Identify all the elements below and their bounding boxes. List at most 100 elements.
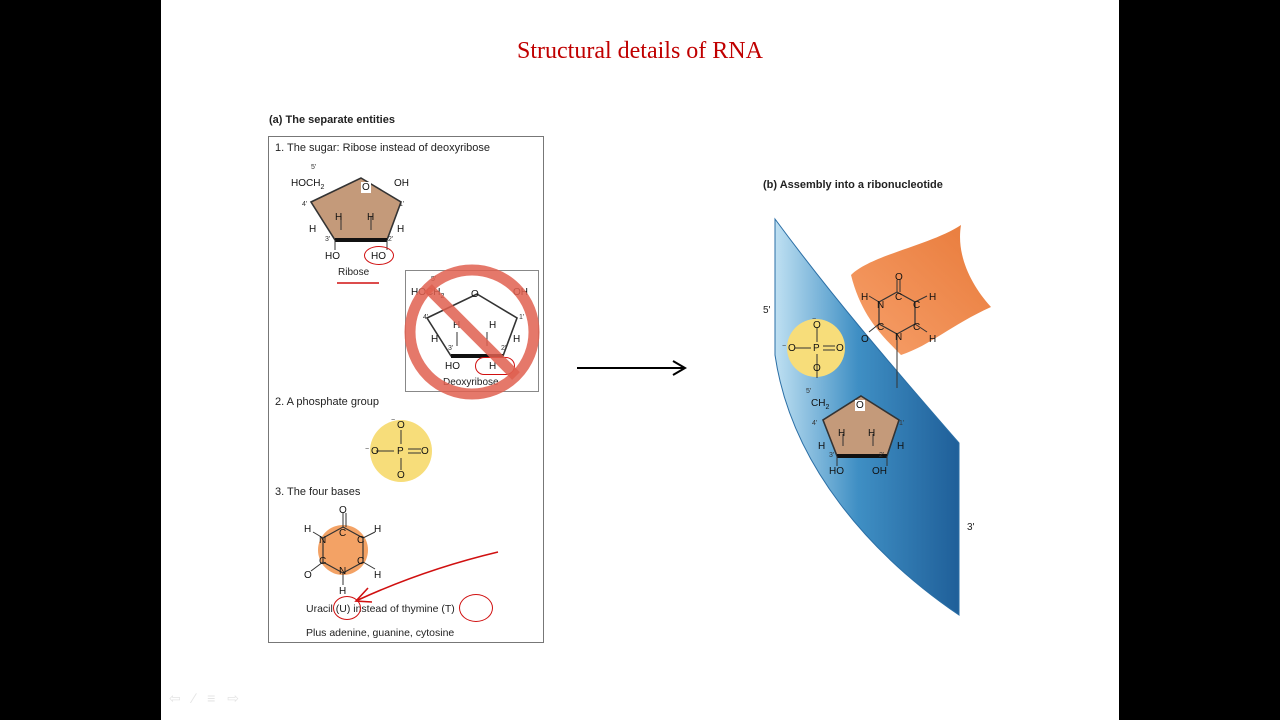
ribonucleotide-base-structure (868, 280, 928, 388)
deoxyribose-h2: H (489, 361, 497, 372)
rn-phosphate-o-top: O (813, 320, 821, 331)
panel-a-heading: (a) The separate entities (269, 114, 395, 126)
ribose-pos4: 4' (302, 201, 308, 208)
rn-pos2: 2' (879, 452, 885, 459)
rn-h4: H (818, 441, 826, 452)
base-o-top: O (895, 272, 903, 283)
panel-b-heading: (b) Assembly into a ribonucleotide (763, 179, 943, 191)
rn-phosphate-o-bottom: O (813, 363, 821, 374)
slide-toolbar: ⇦ ∕ ≡ ⇨ (169, 690, 239, 707)
base-h-bottom: H (929, 334, 937, 345)
uracil-c6: C (357, 556, 365, 567)
uracil-n1: N (339, 566, 347, 577)
rn-pos5: 5' (806, 388, 812, 395)
rn-pos3: 3' (829, 452, 835, 459)
t-annotation-circle (459, 594, 493, 622)
u-annotation-circle (333, 596, 361, 620)
uracil-structure (310, 513, 376, 585)
uracil-h-left: H (304, 524, 312, 535)
ribose-ho3: HO (325, 251, 340, 262)
rn-h3-up: H (838, 428, 846, 439)
strand-5-prime: 5' (763, 305, 771, 316)
uracil-c2: C (319, 556, 327, 567)
base-o-left: O (861, 334, 869, 345)
pen-icon[interactable]: ∕ (192, 690, 196, 706)
ribose-structure (309, 177, 402, 250)
arrow-left-icon[interactable]: ⇦ (169, 690, 181, 706)
rn-pos1: 1' (899, 420, 905, 427)
base-c5: C (913, 300, 921, 311)
deoxyribose-name: Deoxyribose (443, 377, 499, 388)
strand-3-prime: 3' (967, 522, 975, 533)
rn-phosphate-minus-top: − (812, 316, 817, 323)
ribose-h4: H (309, 224, 317, 235)
uracil-n3: N (319, 535, 327, 546)
ho-annotation-circle (364, 246, 394, 265)
deoxyribose-pos4: 4' (423, 314, 429, 321)
slide-title: Structural details of RNA (517, 38, 763, 64)
uracil-c4: C (339, 528, 347, 539)
phosphate-minus-top: − (391, 417, 396, 424)
phosphate-label: 2. A phosphate group (275, 396, 379, 408)
transition-arrow-icon (577, 360, 687, 376)
ribose-pos1: 1' (399, 201, 405, 208)
rn-phosphate-minus-left: − (782, 343, 787, 350)
uracil-o-left: O (304, 570, 312, 581)
ribose-ring-oxygen: O (361, 182, 371, 193)
phosphate-p: P (397, 446, 404, 457)
deoxyribose-pos1: 1' (519, 314, 525, 321)
rn-h1: H (897, 441, 905, 452)
base-c4: C (895, 292, 903, 303)
deoxyribose-h2-up: H (489, 320, 497, 331)
base-h-left: H (861, 292, 869, 303)
deoxyribose-ring-oxygen: O (471, 289, 479, 300)
ribose-h1: H (397, 224, 405, 235)
rn-ch2: CH2 (811, 398, 830, 411)
uracil-o-top: O (339, 505, 347, 516)
uracil-c5: C (357, 535, 365, 546)
rn-h2-up: H (868, 428, 876, 439)
deoxyribose-h1: H (513, 334, 521, 345)
rn-ring-oxygen: O (855, 400, 865, 411)
rn-phosphate-p: P (813, 343, 820, 354)
rn-phosphate-o-right: O (836, 343, 844, 354)
deoxyribose-h3-up: H (453, 320, 461, 331)
ribose-name: Ribose (338, 267, 370, 278)
base-c2: C (877, 322, 885, 333)
rn-ho3: HO (829, 466, 844, 477)
base-c6: C (913, 322, 921, 333)
annotation-arrow-icon (354, 551, 499, 603)
arrow-right-icon[interactable]: ⇨ (227, 690, 239, 706)
ribose-hoch2: HOCH2 (291, 178, 325, 191)
slide: Structural details of RNA (a) The separa… (161, 0, 1119, 720)
sugar-label: 1. The sugar: Ribose instead of deoxyrib… (275, 142, 491, 154)
ribose-oh-right: OH (394, 178, 409, 189)
ribose-pos2: 2' (388, 236, 394, 243)
ribose-h2-up: H (367, 212, 375, 223)
prohibition-sign-icon (404, 264, 540, 400)
deoxyribose-pos2: 2' (501, 345, 507, 352)
base-n3: N (877, 300, 885, 311)
phosphate-o-top: O (397, 420, 405, 431)
rn-pos4: 4' (812, 420, 818, 427)
rn-oh2: OH (872, 466, 887, 477)
base-h-right: H (929, 292, 937, 303)
ribonucleotide-sugar-structure (822, 395, 900, 466)
phosphate-structure (370, 420, 432, 482)
ribose-underline (337, 282, 379, 284)
uracil-h-right-bottom: H (374, 570, 382, 581)
phosphate-minus-left: − (365, 446, 370, 453)
uracil-h-right-top: H (374, 524, 382, 535)
plus-caption: Plus adenine, guanine, cytosine (306, 627, 455, 639)
deoxyribose-h4: H (431, 334, 439, 345)
ribose-pos5: 5' (311, 164, 317, 171)
phosphate-o-right: O (421, 446, 429, 457)
phosphate-o-left: O (371, 446, 379, 457)
menu-icon[interactable]: ≡ (207, 690, 216, 706)
deoxyribose-pos3: 3' (448, 345, 454, 352)
ribose-h3-up: H (335, 212, 343, 223)
uracil-h-bottom: H (339, 586, 347, 597)
deoxyribose-ho3: HO (445, 361, 460, 372)
ribonucleotide-phosphate-structure (787, 319, 845, 378)
base-n1: N (895, 332, 903, 343)
